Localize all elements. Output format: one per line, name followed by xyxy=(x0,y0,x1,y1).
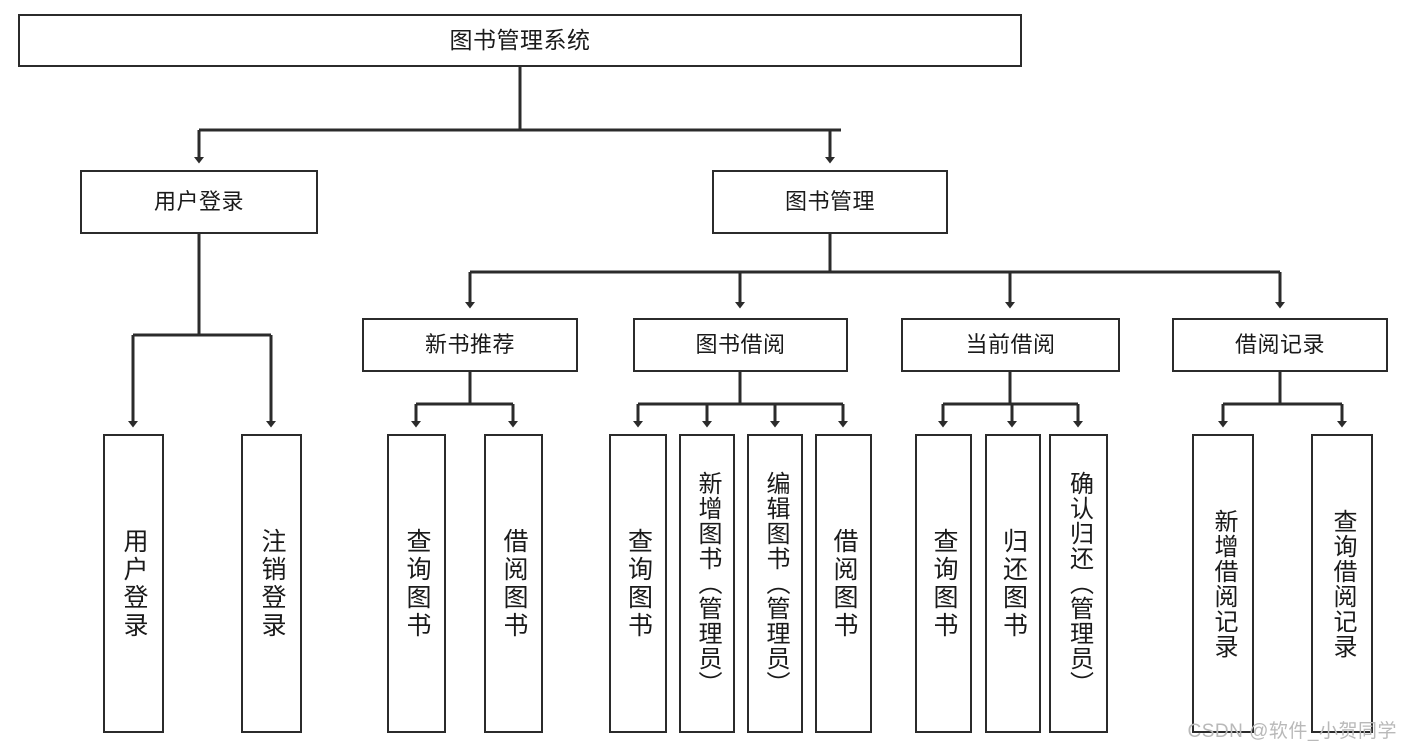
node-label: 注销登录 xyxy=(258,527,286,640)
node-label: 借阅图书 xyxy=(830,527,858,640)
leaf-query-book-current[interactable]: 查询图书 xyxy=(915,434,972,733)
node-new-book-recommend[interactable]: 新书推荐 xyxy=(362,318,578,372)
node-label: 查询图书 xyxy=(930,527,958,640)
leaf-query-borrow-record[interactable]: 查询借阅记录 xyxy=(1311,434,1373,733)
node-label: 查询借阅记录 xyxy=(1328,508,1356,659)
node-label: 新增借阅记录 xyxy=(1209,508,1237,659)
node-label: 用户登录 xyxy=(153,189,244,215)
leaf-edit-book-admin[interactable]: 编辑图书（管理员） xyxy=(747,434,803,733)
node-label: 查询图书 xyxy=(403,527,431,640)
node-label: 借阅记录 xyxy=(1234,332,1325,358)
leaf-query-book-newbook[interactable]: 查询图书 xyxy=(387,434,446,733)
leaf-user-login[interactable]: 用户登录 xyxy=(103,434,164,733)
node-label: 用户登录 xyxy=(120,527,148,640)
node-root-book-management-system[interactable]: 图书管理系统 xyxy=(18,14,1022,67)
leaf-add-borrow-record[interactable]: 新增借阅记录 xyxy=(1192,434,1254,733)
node-label: 新增图书（管理员） xyxy=(693,471,721,696)
node-label: 新书推荐 xyxy=(424,332,515,358)
node-book-borrow[interactable]: 图书借阅 xyxy=(633,318,848,372)
node-label: 图书管理系统 xyxy=(449,27,591,54)
leaf-query-book-borrow[interactable]: 查询图书 xyxy=(609,434,667,733)
leaf-return-book[interactable]: 归还图书 xyxy=(985,434,1041,733)
leaf-confirm-return-admin[interactable]: 确认归还（管理员） xyxy=(1049,434,1108,733)
node-label: 归还图书 xyxy=(999,527,1028,640)
node-label: 当前借阅 xyxy=(965,332,1056,358)
node-current-borrow[interactable]: 当前借阅 xyxy=(901,318,1120,372)
node-book-management[interactable]: 图书管理 xyxy=(712,170,948,234)
leaf-borrow-book[interactable]: 借阅图书 xyxy=(815,434,872,733)
node-label: 确认归还（管理员） xyxy=(1065,471,1093,696)
leaf-add-book-admin[interactable]: 新增图书（管理员） xyxy=(679,434,735,733)
node-label: 图书借阅 xyxy=(695,332,786,358)
node-label: 编辑图书（管理员） xyxy=(761,471,789,696)
node-label: 查询图书 xyxy=(624,527,653,640)
node-borrow-record[interactable]: 借阅记录 xyxy=(1172,318,1388,372)
csdn-watermark: CSDN @软件_小贺同学 xyxy=(1187,721,1397,742)
node-label: 借阅图书 xyxy=(500,527,528,640)
leaf-borrow-book-newbook[interactable]: 借阅图书 xyxy=(484,434,543,733)
node-user-login[interactable]: 用户登录 xyxy=(80,170,318,234)
leaf-logout[interactable]: 注销登录 xyxy=(241,434,302,733)
node-label: 图书管理 xyxy=(784,189,875,215)
